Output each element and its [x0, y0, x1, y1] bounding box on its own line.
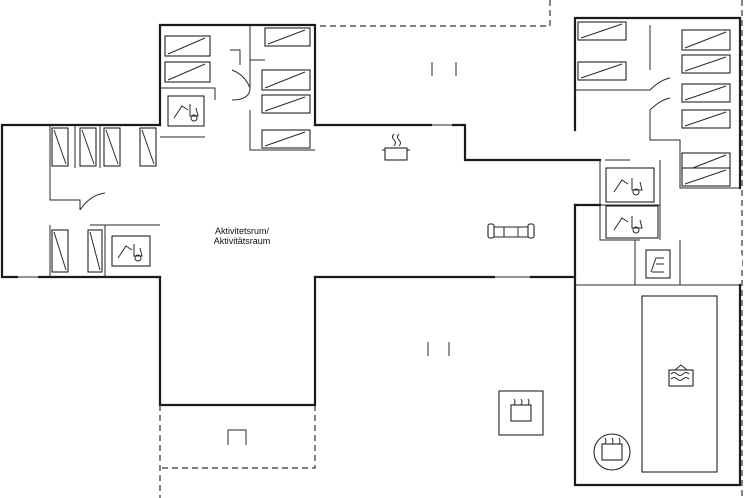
exterior-walls [0, 16, 742, 487]
sofa-icon [487, 223, 535, 239]
cooking-pot-icon [382, 133, 410, 161]
toilet-icon [111, 95, 659, 267]
doors [18, 123, 742, 279]
sauna-icon [498, 390, 544, 436]
shower-icon [645, 249, 671, 279]
terrace-outlines [159, 0, 743, 498]
pool-icon [641, 295, 718, 473]
activity-room-label: Aktivitetsrum/ Aktivitätsraum [187, 226, 297, 246]
bed-icon [51, 21, 731, 273]
interior-walls [49, 25, 740, 286]
spa-icon [593, 433, 631, 471]
activity-room-label-line2: Aktivitätsraum [213, 236, 271, 246]
activity-room-label-line1: Aktivitetsrum/ [214, 226, 269, 236]
door-swings [79, 69, 671, 211]
window-markers [227, 62, 457, 445]
